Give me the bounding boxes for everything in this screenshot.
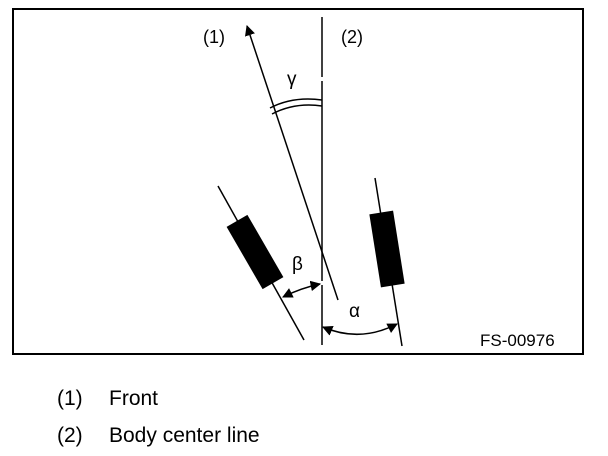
- legend-item-front: (1) Front: [57, 380, 260, 417]
- legend-item-body-center-line: (2) Body center line: [57, 417, 260, 454]
- alpha-label: α: [349, 301, 360, 322]
- left-wheel: [226, 214, 284, 290]
- alpha-arc: [322, 323, 398, 336]
- beta-label: β: [292, 254, 303, 275]
- legend-number: (2): [57, 424, 83, 447]
- marker-2-label: (2): [341, 27, 363, 47]
- legend-label: Front: [109, 387, 159, 410]
- legend-number: (1): [57, 387, 83, 410]
- figure-id: FS-00976: [480, 331, 555, 350]
- front-direction-arrow: [244, 25, 339, 301]
- legend-label: Body center line: [109, 424, 260, 447]
- gamma-label: γ: [287, 69, 297, 90]
- marker-1-label: (1): [203, 27, 225, 47]
- gamma-arc-inner: [271, 104, 323, 115]
- gamma-arc: [269, 98, 323, 109]
- right-wheel: [369, 210, 405, 288]
- legend: (1) Front (2) Body center line: [57, 380, 260, 454]
- beta-arc: [282, 280, 322, 298]
- diagram-frame: [12, 8, 584, 355]
